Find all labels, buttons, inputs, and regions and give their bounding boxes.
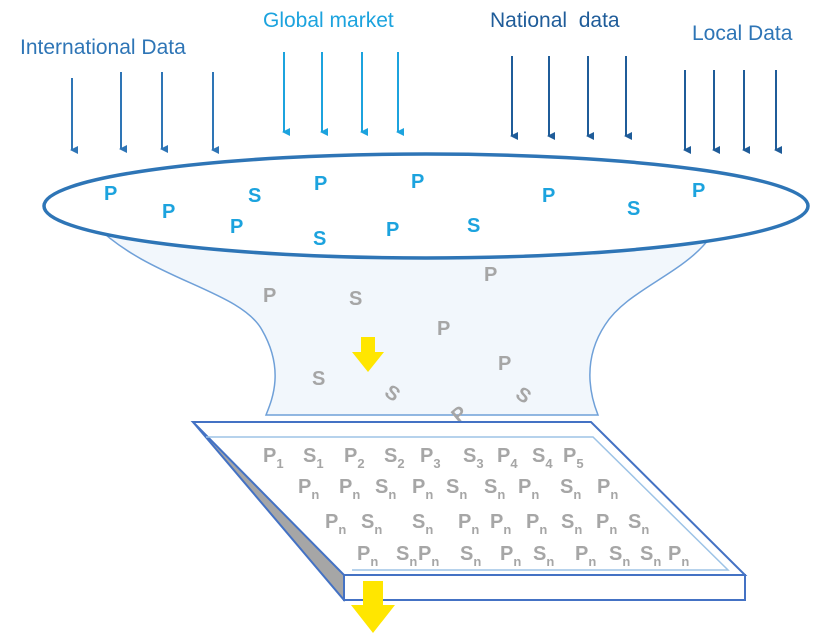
tray-symbol-pn: Pn <box>458 511 479 537</box>
top-symbol-p: P <box>386 219 399 241</box>
national-data-label: National data <box>490 9 620 32</box>
tray-symbol-pn: Pn <box>668 543 689 569</box>
tray-symbol-pn: Pn <box>490 511 511 537</box>
funnel-flow-arrow <box>352 337 384 372</box>
tray-symbol-p4: P4 <box>497 445 518 471</box>
tray-symbol-s1: S1 <box>303 445 324 471</box>
tray-symbol-p2: P2 <box>344 445 365 471</box>
top-symbol-s: S <box>467 215 480 237</box>
tray-symbol-sn: Sn <box>561 511 582 537</box>
tray-symbols: P1 S1 P2 S2 P3 S3 P4 S4 P5 Pn Pn Sn Pn S… <box>263 445 689 569</box>
tray-symbol-p3: P3 <box>420 445 441 471</box>
tray-symbol-pn: Pn <box>500 543 521 569</box>
falling-symbol-p: P <box>498 353 511 375</box>
output-flow-arrow <box>351 581 395 633</box>
top-symbol-p: P <box>162 201 175 223</box>
tray-symbol-sn: Sn <box>375 476 396 502</box>
falling-symbol-p: P <box>484 264 497 286</box>
international-data-label: International Data <box>20 36 186 59</box>
local-arrows <box>683 70 782 154</box>
tray-symbol-pn: Pn <box>418 543 439 569</box>
tray-symbol-sn: Sn <box>412 511 433 537</box>
tray-symbol-pn: Pn <box>596 511 617 537</box>
tray-symbol-sn: Sn <box>446 476 467 502</box>
top-symbol-p: P <box>411 171 424 193</box>
top-symbol-p: P <box>692 180 705 202</box>
tray-symbol-s3: S3 <box>463 445 484 471</box>
tray-symbol-p5: P5 <box>563 445 584 471</box>
tray-symbol-s2: S2 <box>384 445 405 471</box>
tray-symbol-sn: Sn <box>560 476 581 502</box>
funnel-body <box>94 219 721 416</box>
tray-symbol-sn: Sn <box>640 543 661 569</box>
tray-symbol-pn: Pn <box>518 476 539 502</box>
tray-symbol-pn: Pn <box>325 511 346 537</box>
tray-symbol-sn: Sn <box>533 543 554 569</box>
tray-symbol-p1: P1 <box>263 445 284 471</box>
local-data-label: Local Data <box>692 22 793 45</box>
tray-symbol-sn: Sn <box>484 476 505 502</box>
top-symbol-s: S <box>248 185 261 207</box>
top-symbols: P P P S P S P P S P S P <box>104 171 705 250</box>
top-symbol-s: S <box>627 198 640 220</box>
national-arrows <box>510 56 632 140</box>
tray-front-face <box>343 574 746 601</box>
sieve-tray <box>190 421 748 602</box>
tray-symbol-pn: Pn <box>597 476 618 502</box>
falling-symbol-p: P <box>437 318 450 340</box>
top-symbol-s: S <box>313 228 326 250</box>
global-arrows <box>282 52 404 136</box>
tray-symbol-s4: S4 <box>532 445 553 471</box>
funnel-top-ellipse <box>42 152 810 260</box>
tray-symbol-pn: Pn <box>298 476 319 502</box>
tray-symbol-pn: Pn <box>357 543 378 569</box>
top-symbol-p: P <box>542 185 555 207</box>
falling-symbol-s: S <box>312 368 325 390</box>
tray-symbol-pn: Pn <box>575 543 596 569</box>
tray-symbol-pn: Pn <box>526 511 547 537</box>
top-symbol-p: P <box>314 173 327 195</box>
top-symbol-p: P <box>104 183 117 205</box>
falling-symbol-p: P <box>263 285 276 307</box>
top-symbol-p: P <box>230 216 243 238</box>
international-arrows <box>70 72 219 154</box>
tray-symbol-sn: Sn <box>460 543 481 569</box>
tray-symbol-sn: Sn <box>396 543 417 569</box>
global-market-label: Global market <box>263 9 394 32</box>
tray-symbol-pn: Pn <box>412 476 433 502</box>
tray-symbol-pn: Pn <box>339 476 360 502</box>
tray-symbol-sn: Sn <box>609 543 630 569</box>
tray-inner-edge <box>206 436 730 571</box>
tray-symbol-sn: Sn <box>628 511 649 537</box>
falling-symbol-s: S <box>349 288 362 310</box>
tray-symbol-sn: Sn <box>361 511 382 537</box>
